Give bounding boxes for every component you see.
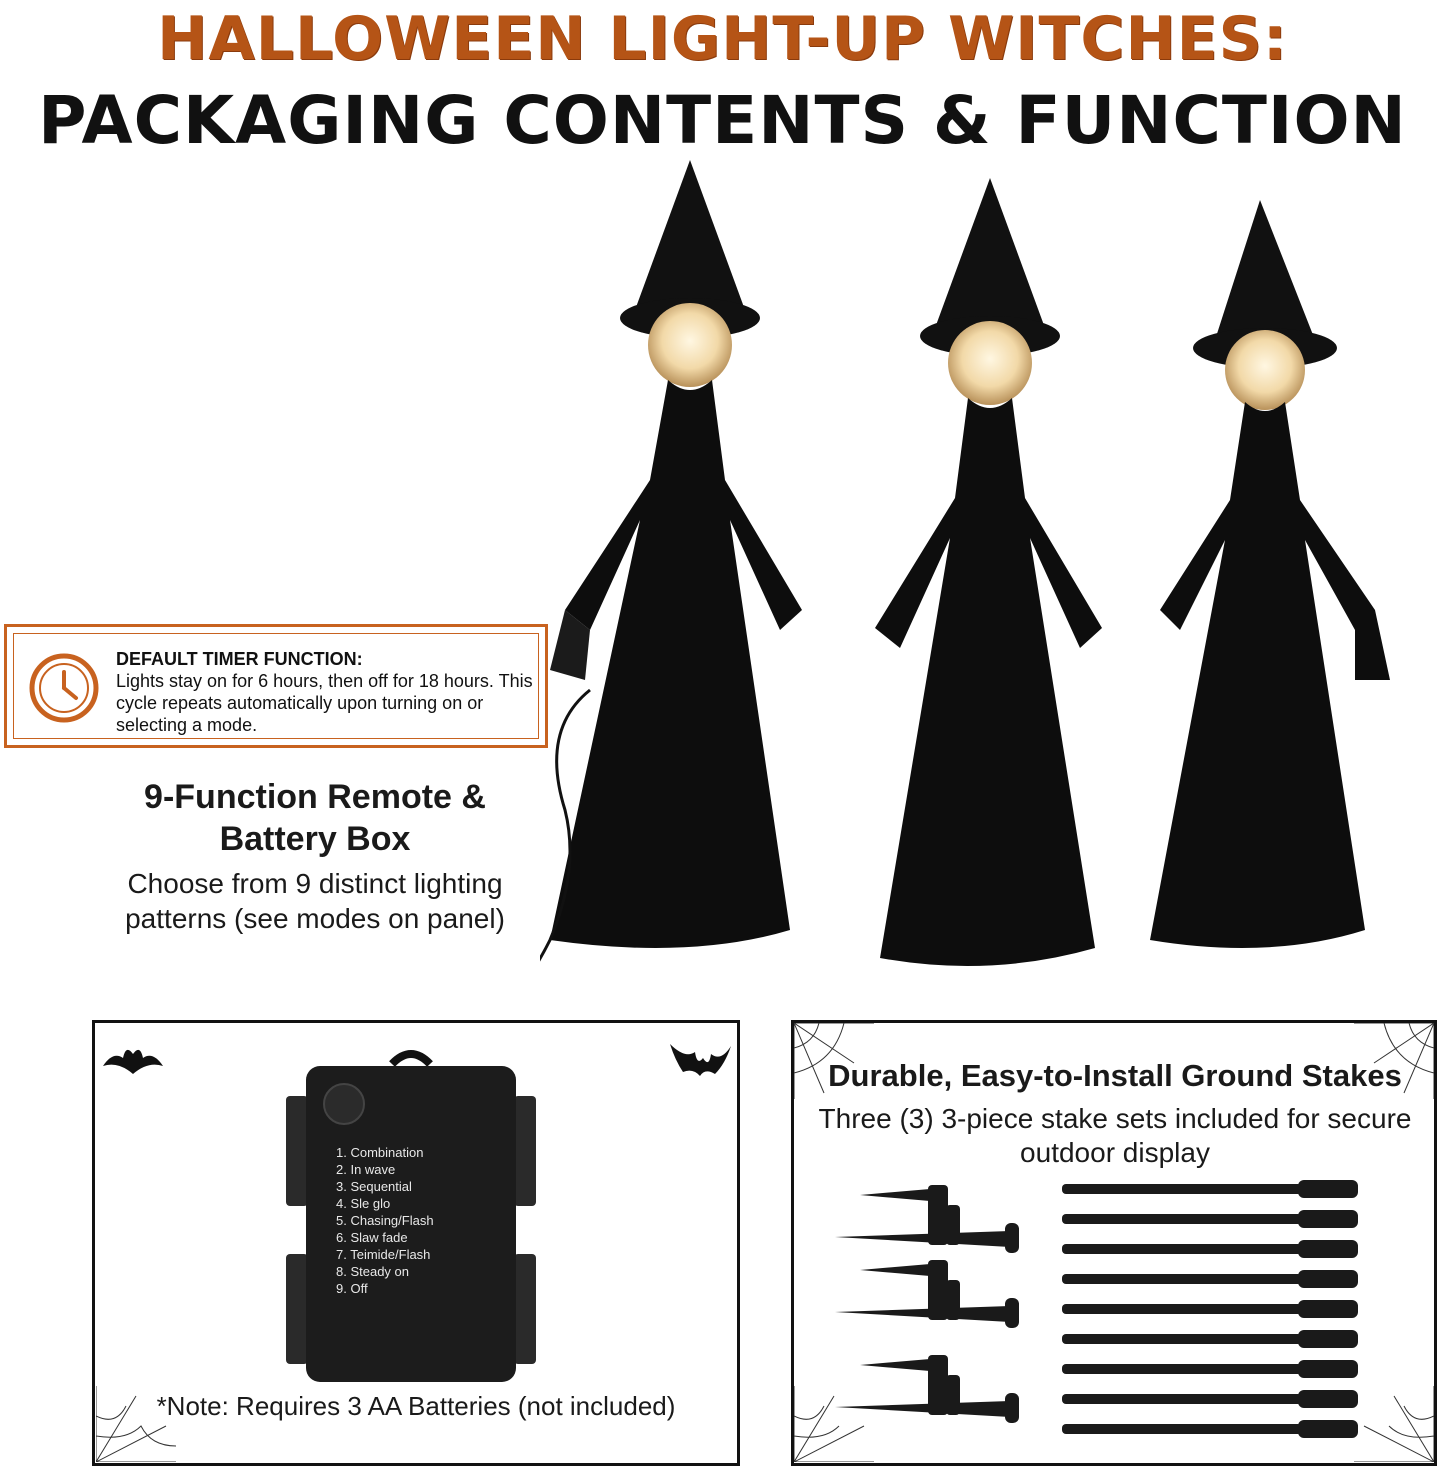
timer-heading: DEFAULT TIMER FUNCTION: bbox=[116, 649, 363, 669]
mode-item: 8. Steady on bbox=[336, 1264, 409, 1279]
cobweb-bottom-right-icon bbox=[1354, 1386, 1434, 1462]
timer-text: DEFAULT TIMER FUNCTION: Lights stay on f… bbox=[116, 648, 536, 736]
witch-left bbox=[550, 160, 802, 948]
witch-middle bbox=[875, 178, 1102, 966]
bat-right-icon bbox=[670, 1044, 731, 1076]
headline-bottom: PACKAGING CONTENTS & FUNCTION bbox=[38, 82, 1407, 159]
mode-item: 6. Slaw fade bbox=[336, 1230, 408, 1245]
witches-illustration bbox=[540, 160, 1390, 966]
mode-item: 9. Off bbox=[336, 1281, 368, 1296]
mode-item: 2. In wave bbox=[336, 1162, 396, 1177]
battery-note: *Note: Requires 3 AA Batteries (not incl… bbox=[156, 1391, 676, 1421]
cobweb-bottom-left-icon bbox=[794, 1386, 874, 1462]
battery-box-illustration bbox=[286, 1050, 536, 1382]
remote-description: Choose from 9 distinct lighting patterns… bbox=[125, 868, 505, 934]
stake-spikes-illustration bbox=[835, 1185, 1019, 1423]
mode-item: 5. Chasing/Flash bbox=[336, 1213, 434, 1228]
mode-item: 1. Combination bbox=[336, 1145, 424, 1160]
headline-top: HALLOWEEN LIGHT-UP WITCHES: bbox=[157, 4, 1288, 74]
stake-poles-illustration bbox=[1062, 1180, 1358, 1438]
timer-info-box bbox=[4, 624, 548, 748]
mode-item: 4. Sle glo bbox=[336, 1196, 391, 1211]
clock-icon bbox=[29, 653, 99, 723]
stakes-title: Durable, Easy-to-Install Ground Stakes bbox=[828, 1058, 1402, 1093]
stakes-description: Three (3) 3-piece stake sets included fo… bbox=[818, 1103, 1412, 1168]
witch-right bbox=[1150, 200, 1390, 948]
cobweb-top-right-icon bbox=[1354, 1023, 1434, 1099]
cobweb-top-left-icon bbox=[794, 1023, 874, 1099]
cobweb-bottom-left-icon bbox=[96, 1386, 176, 1462]
timer-body: Lights stay on for 6 hours, then off for… bbox=[116, 671, 533, 735]
mode-list: 1. Combination 2. In wave 3. Sequential … bbox=[336, 1144, 496, 1297]
mode-item: 3. Sequential bbox=[336, 1179, 412, 1194]
bat-left-icon bbox=[103, 1049, 163, 1074]
remote-title: 9-Function Remote & Battery Box bbox=[144, 778, 486, 858]
mode-item: 7. Teimide/Flash bbox=[336, 1247, 431, 1262]
